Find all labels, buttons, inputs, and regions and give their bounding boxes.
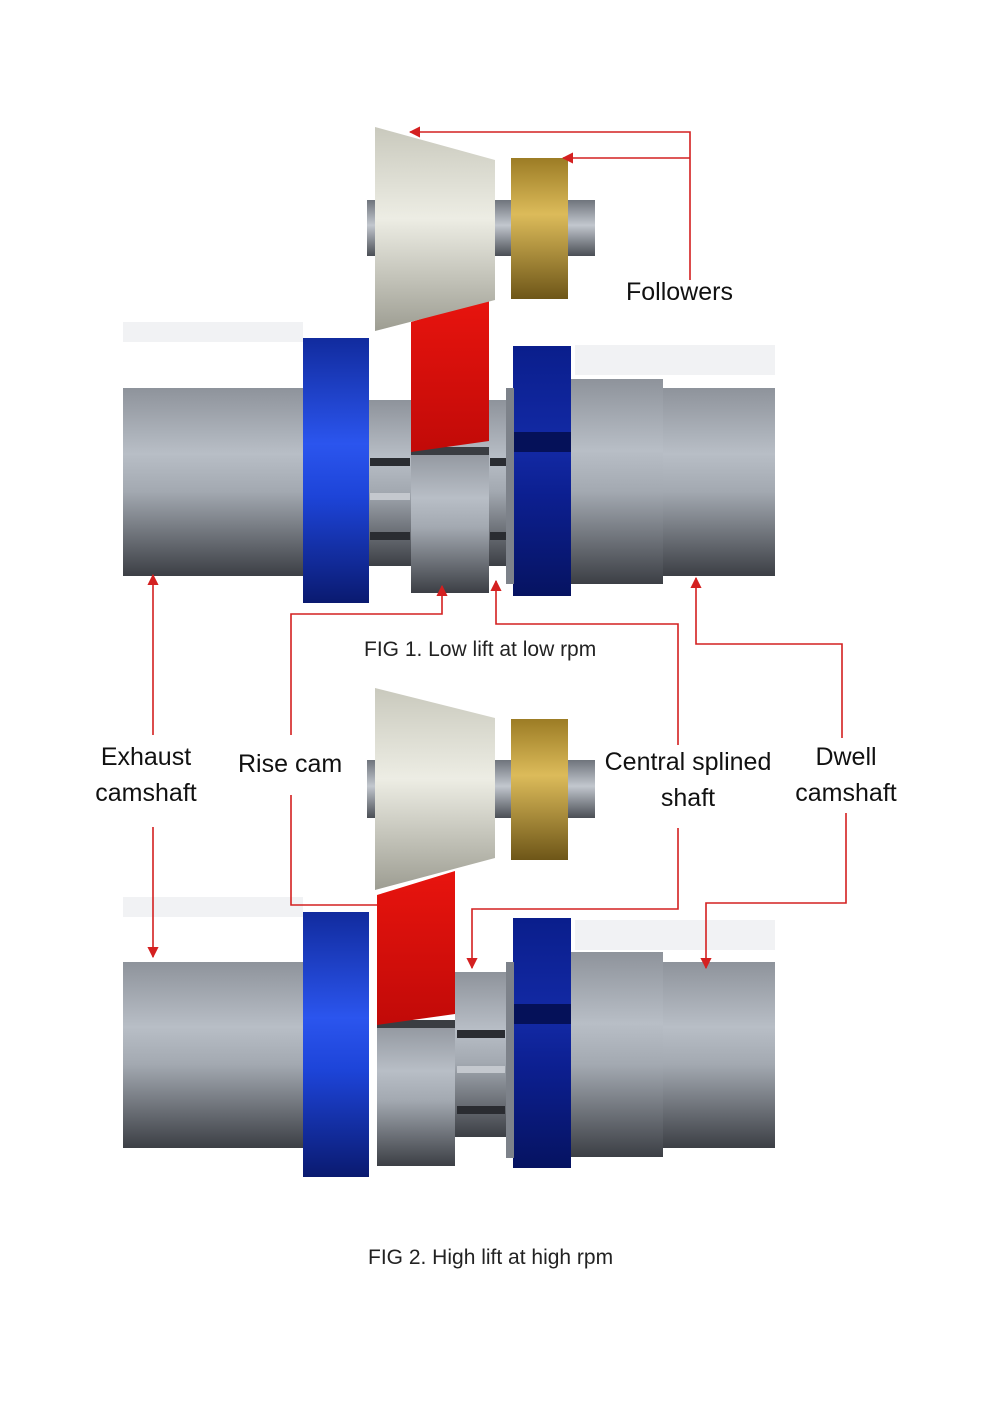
blue-flange-fig1: [303, 338, 369, 603]
exhaust-camshaft-fig2: [123, 962, 305, 1148]
dwell-label-line2: camshaft: [795, 779, 897, 807]
navy-flange-fig2: [513, 918, 571, 1168]
fig1-caption: FIG 1. Low lift at low rpm: [364, 638, 597, 661]
dwell-camshaft-fig1: [571, 379, 663, 584]
exhaust-camshaft-label: Exhaust camshaft: [76, 739, 216, 811]
splined-label-line2: shaft: [660, 784, 716, 812]
rise-cam-label: Rise cam: [238, 750, 343, 778]
rise-cam-fig2: [377, 871, 455, 1025]
exhaust-camshaft-fig1: [123, 388, 305, 576]
dwell-label-line1: Dwell: [815, 743, 877, 771]
rise-cam-base-fig2: [377, 1020, 455, 1166]
leader-lines: [147, 126, 847, 970]
splined-leader-up: [490, 579, 679, 745]
rise-cam-leader-down: [290, 795, 377, 906]
followers-label: Followers: [626, 278, 733, 306]
exhaust-label-line1: Exhaust: [100, 743, 192, 771]
follower-cone-fig2: [375, 688, 495, 890]
navy-flange-fig1: [513, 346, 571, 596]
splined-leader-down: [466, 828, 679, 970]
dwell-leader-up: [690, 576, 843, 738]
follower-cone-fig1: [375, 127, 495, 331]
rise-cam-fig1: [411, 298, 489, 452]
fig2-assembly: [123, 688, 775, 1177]
dwell-camshaft-label: Dwell camshaft: [776, 739, 916, 811]
follower-roller-fig2: [511, 719, 568, 860]
rise-cam-leader-up: [290, 584, 448, 735]
dwell-leader-down: [700, 813, 847, 970]
followers-leader-cone: [408, 126, 691, 280]
exhaust-label-line2: camshaft: [95, 779, 197, 807]
central-splined-shaft-label: Central splined shaft: [592, 744, 784, 816]
dwell-camshaft-fig2: [571, 952, 663, 1157]
fig1-assembly: [123, 127, 775, 603]
blue-flange-fig2: [303, 912, 369, 1177]
fig2-caption: FIG 2. High lift at high rpm: [368, 1246, 614, 1269]
follower-roller-fig1: [511, 158, 568, 299]
splined-label-line1: Central splined: [604, 748, 772, 776]
rise-cam-base-fig1: [411, 447, 489, 593]
